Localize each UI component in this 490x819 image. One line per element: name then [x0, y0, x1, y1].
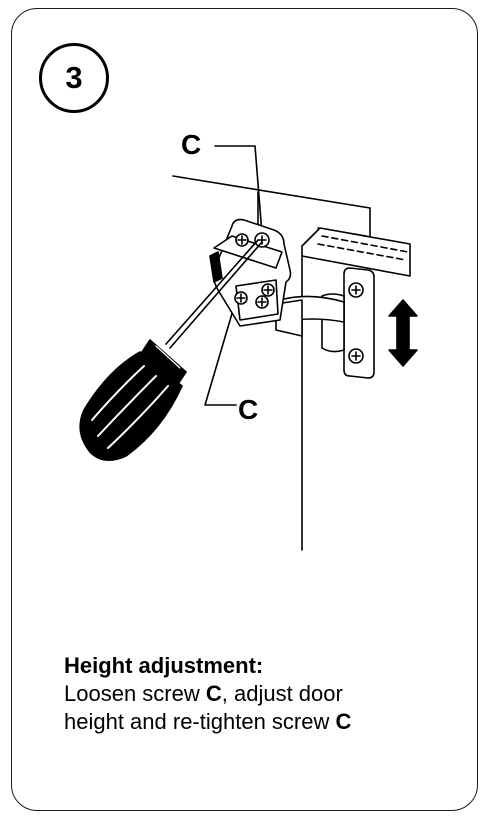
hinge-screw-c-top	[254, 232, 270, 248]
callout-label-bottom: C	[238, 394, 259, 425]
plate-screw-bottom	[348, 348, 364, 364]
hinge-cup-plate	[321, 267, 375, 379]
callout-label-top: C	[181, 129, 202, 160]
caption-line-2: height and re-tighten screw C	[64, 708, 464, 736]
instruction-caption: Height adjustment: Loosen screw C, adjus…	[64, 652, 464, 736]
screw-ref: C	[335, 709, 352, 734]
hinge-mount-screw-2	[255, 295, 269, 309]
leader-line-top	[214, 145, 263, 235]
step-number-badge: 3	[39, 43, 109, 113]
step-number: 3	[65, 60, 83, 95]
hinge-screw-c-bottom	[234, 291, 248, 305]
hinge-mount-screw-1	[235, 233, 249, 247]
screw-ref: C	[205, 681, 222, 706]
caption-title: Height adjustment:	[64, 653, 264, 678]
leader-line-bottom	[204, 299, 237, 406]
cabinet-panel	[172, 175, 371, 237]
hinge-body	[209, 218, 292, 327]
instruction-card	[11, 8, 478, 811]
caption-text: height and re-tighten screw	[64, 709, 336, 734]
hinge-mount-screw-3	[261, 283, 275, 297]
up-down-arrow-icon	[388, 299, 418, 367]
caption-text: , adjust door	[221, 681, 343, 706]
caption-line-1: Loosen screw C, adjust door	[64, 680, 464, 708]
caption-text: Loosen screw	[64, 681, 206, 706]
plate-screw-top	[348, 282, 364, 298]
screwdriver	[79, 239, 263, 461]
